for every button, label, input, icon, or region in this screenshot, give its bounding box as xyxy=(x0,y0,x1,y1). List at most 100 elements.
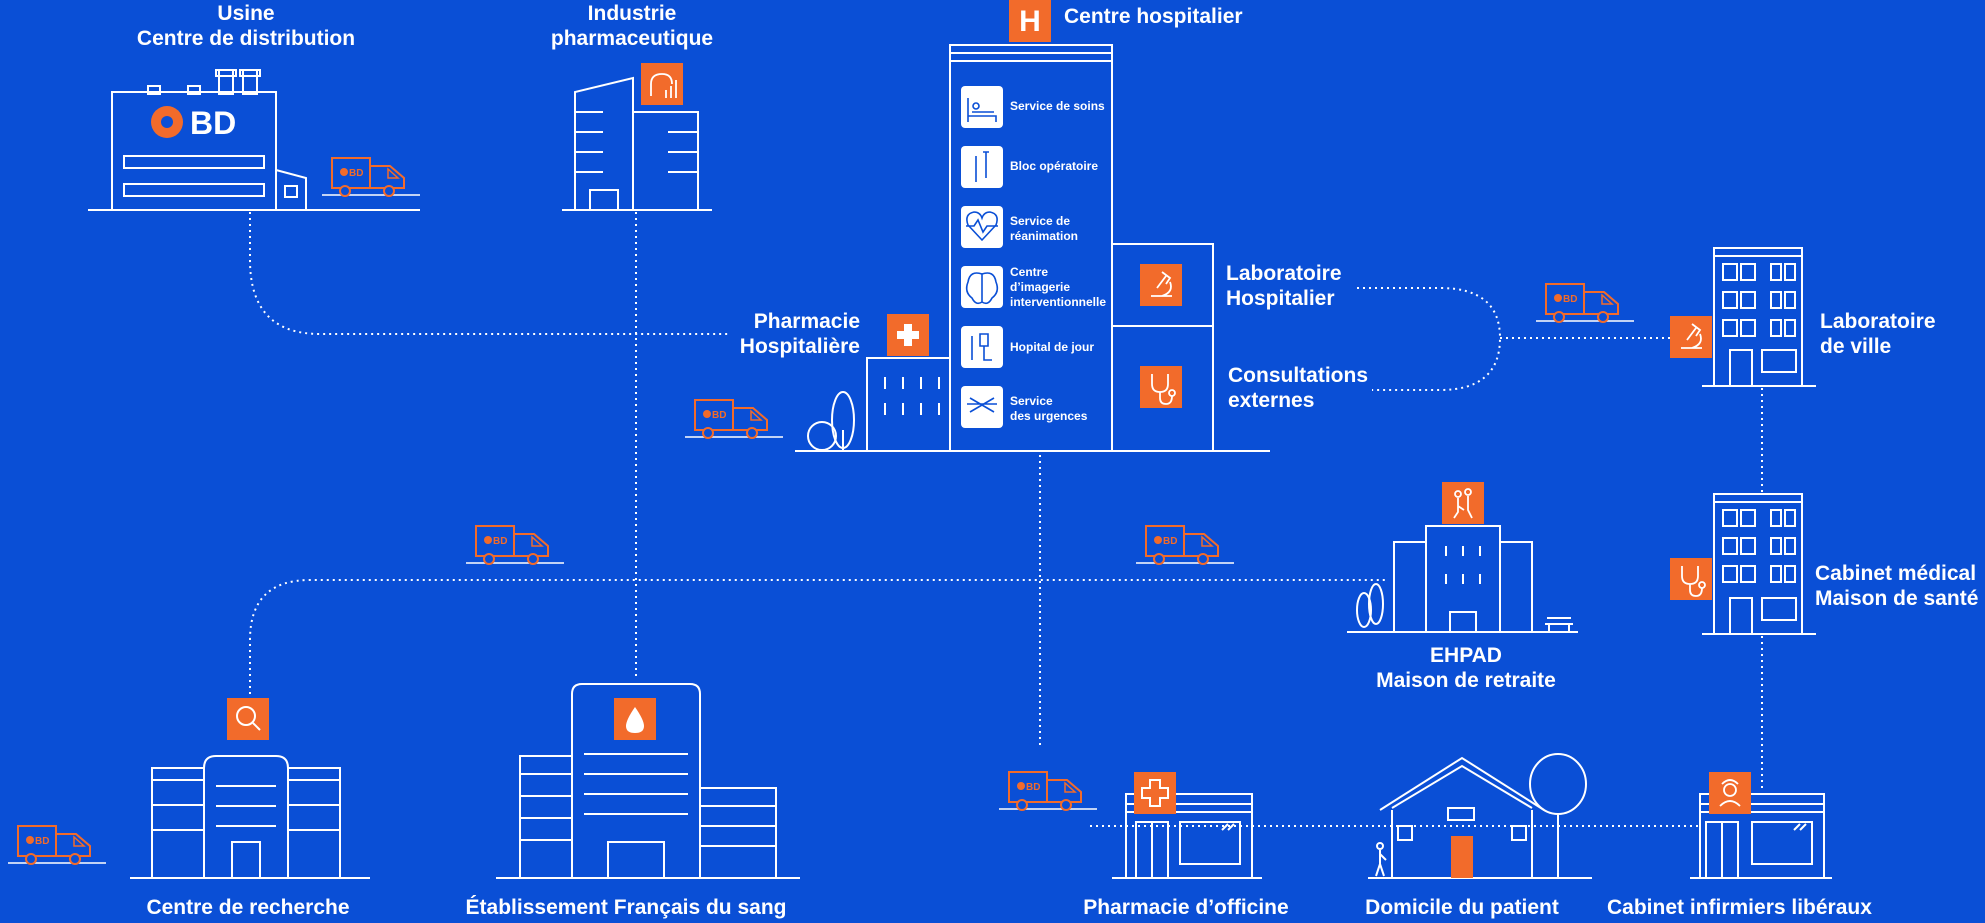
connection-lines xyxy=(249,212,1763,827)
service-label: Service de soins xyxy=(1010,99,1105,114)
magnifier-icon xyxy=(236,706,261,731)
cabinet-infirmiers-label: Cabinet infirmiers libéraux xyxy=(1607,896,1872,919)
delivery-truck-icon xyxy=(998,771,1098,811)
brain-icon xyxy=(965,272,999,305)
service-line: Centre xyxy=(1010,265,1049,279)
service-label: Service des urgences xyxy=(1010,394,1087,424)
ehpad-line1: EHPAD xyxy=(1430,644,1502,667)
nurse-office-building xyxy=(1690,793,1832,879)
hospital-h-letter: H xyxy=(1019,5,1041,38)
elderly-assistance-icon xyxy=(1453,488,1473,519)
service-tile xyxy=(961,326,1003,368)
service-line: d’imagerie xyxy=(1010,280,1071,294)
industrie-line2: pharmaceutique xyxy=(550,27,714,50)
service-line: Service de xyxy=(1010,214,1071,228)
service-line: des urgences xyxy=(1010,409,1088,423)
service-label: Service de réanimation xyxy=(1010,214,1078,244)
ehpad-building xyxy=(1347,525,1578,633)
delivery-truck-icon xyxy=(1135,525,1235,565)
research-center-building xyxy=(130,755,370,879)
pharmacie-hosp-line1: Pharmacie xyxy=(753,310,860,333)
delivery-truck-icon xyxy=(321,157,421,197)
efs-label: Établissement Français du sang xyxy=(465,896,787,919)
pharmacie-hosp-line2: Hospitalière xyxy=(739,335,860,358)
consultations-line1: Consultations xyxy=(1228,364,1368,387)
service-tile xyxy=(961,206,1003,248)
home-door xyxy=(1451,836,1473,878)
lab-microscope-tile xyxy=(1140,264,1182,306)
service-line: Service de soins xyxy=(1010,99,1105,113)
ehpad-tile xyxy=(1442,482,1484,524)
research-tile xyxy=(227,698,269,740)
labo-hosp-label: Laboratoire Hospitalier xyxy=(1226,261,1342,311)
pharmacie-officine-label: Pharmacie d’officine xyxy=(1083,896,1289,919)
hospital-tower xyxy=(795,44,1270,452)
pharmacy-cross-icon xyxy=(897,324,919,346)
ehpad-line2: Maison de retraite xyxy=(1376,669,1556,692)
service-label: Bloc opératoire xyxy=(1010,159,1098,174)
pharma-industry-building xyxy=(562,76,712,211)
hospital-title: Centre hospitalier xyxy=(1064,5,1243,28)
blood-center-building xyxy=(496,683,800,879)
patient-home xyxy=(1368,753,1592,879)
stethoscope-icon xyxy=(1681,566,1706,597)
consultations-line2: externes xyxy=(1228,389,1315,412)
pharmacy-cross-icon xyxy=(1141,779,1169,807)
recherche-label: Centre de recherche xyxy=(146,896,350,919)
nurse-tile xyxy=(1709,772,1751,814)
bd-logo: BD xyxy=(151,105,236,141)
hospital-bed-icon xyxy=(967,98,997,122)
industrie-line1: Industrie xyxy=(587,2,677,25)
delivery-truck-icon xyxy=(7,825,107,865)
microscope-icon xyxy=(1681,323,1702,349)
pharmacy-annex xyxy=(807,357,951,452)
city-lab-tile xyxy=(1670,316,1712,358)
lab-chart-icon xyxy=(650,73,677,98)
service-line: Service xyxy=(1010,394,1053,408)
service-line: interventionnelle xyxy=(1010,295,1107,309)
connector-usine-pharmacie xyxy=(249,212,730,335)
iv-drip-icon xyxy=(971,333,992,361)
service-label: Hopital de jour xyxy=(1010,340,1094,355)
service-line: Bloc opératoire xyxy=(1010,159,1099,173)
pharmacie-hosp-label: Pharmacie Hospitalière xyxy=(740,309,860,359)
community-pharmacy-tile xyxy=(1134,772,1176,814)
ehpad-label: EHPAD Maison de retraite xyxy=(1376,643,1556,693)
surgical-tools-icon xyxy=(975,151,989,182)
delivery-truck-icon xyxy=(465,525,565,565)
labo-ville-line1: Laboratoire xyxy=(1820,310,1936,333)
service-label: Centre d’imagerie interventionnelle xyxy=(1010,265,1106,310)
service-tile xyxy=(961,146,1003,188)
service-tile xyxy=(961,386,1003,428)
heart-pulse-icon xyxy=(966,211,998,242)
cabinet-medical-line2: Maison de santé xyxy=(1815,587,1979,610)
cabinet-medical-label: Cabinet médical Maison de santé xyxy=(1815,561,1978,611)
delivery-truck-icon xyxy=(1535,283,1635,323)
labo-ville-label: Laboratoire de ville xyxy=(1820,309,1936,359)
delivery-truck-icon xyxy=(684,399,784,439)
service-line: Hopital de jour xyxy=(1010,340,1094,354)
factory-building xyxy=(88,69,420,211)
blood-drop-icon xyxy=(626,707,644,733)
labo-ville-line2: de ville xyxy=(1820,335,1892,358)
medical-office-building xyxy=(1702,493,1816,635)
usine-line1: Usine xyxy=(217,2,275,25)
connector-labo-consult xyxy=(1357,287,1502,391)
connector-recherche-ehpad xyxy=(249,579,1385,700)
industrie-label: Industrie pharmaceutique xyxy=(551,1,713,51)
hospital-h-badge xyxy=(1009,0,1051,42)
domicile-label: Domicile du patient xyxy=(1365,896,1559,919)
usine-line2: Centre de distribution xyxy=(136,27,356,50)
microscope-icon xyxy=(1151,271,1172,297)
nurse-icon xyxy=(1719,779,1741,807)
consultations-label: Consultations externes xyxy=(1228,363,1368,413)
service-line: réanimation xyxy=(1010,229,1079,243)
labo-hosp-line1: Laboratoire xyxy=(1226,262,1342,285)
usine-label: Usine Centre de distribution xyxy=(137,1,355,51)
stethoscope-icon xyxy=(1151,374,1176,405)
labo-hosp-line2: Hospitalier xyxy=(1226,287,1335,310)
svg-text:BD: BD xyxy=(190,105,236,141)
stretcher-icon xyxy=(967,397,997,413)
